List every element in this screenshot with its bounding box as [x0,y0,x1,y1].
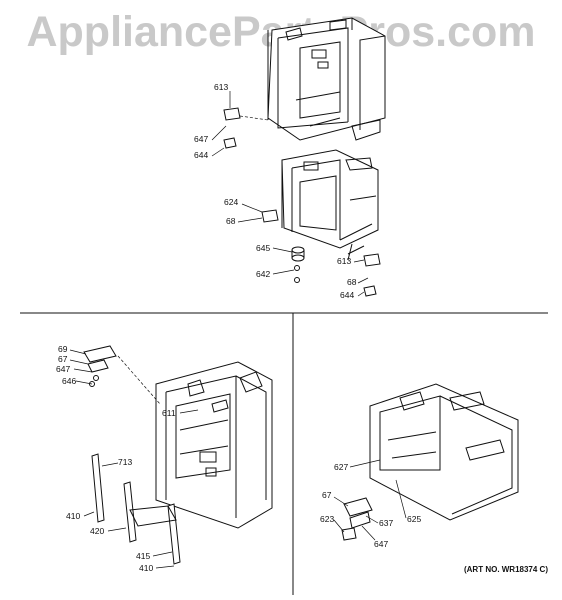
callout-label: 410 [139,563,153,573]
callout-label: 647 [194,134,208,144]
callout-label: 67 [58,354,68,364]
upper-freezer-frame [267,17,386,141]
right-small-parts [341,497,373,541]
callout-label: 68 [226,216,236,226]
top-callout-labels: 613 647 644 624 68 645 642 613 68 644 [194,82,357,300]
callout-label: 69 [58,344,68,354]
art-number: (ART NO. WR18374 C) [463,565,548,574]
panel-dividers [20,312,548,595]
callout-label: 625 [407,514,421,524]
callout-label: 415 [136,551,150,561]
right-leader-lines [333,459,407,541]
callout-label: 613 [337,256,351,266]
callout-label: 646 [62,376,76,386]
left-callout-labels: 69 67 647 646 611 713 410 420 415 410 [56,344,176,573]
callout-label: 647 [374,539,388,549]
callout-label: 644 [194,150,208,160]
right-frame-assembly [369,383,519,521]
lower-freezer-frame [281,149,379,261]
callout-label: 627 [334,462,348,472]
top-small-parts [223,107,381,297]
left-leader-lines [69,349,199,569]
callout-label: 68 [347,277,357,287]
callout-label: 644 [340,290,354,300]
left-small-parts [83,345,181,565]
callout-label: 67 [322,490,332,500]
callout-label: 713 [118,457,132,467]
callout-label: 647 [56,364,70,374]
right-callout-labels: 627 67 623 637 625 647 [320,462,421,549]
callout-label: 642 [256,269,270,279]
callout-label: 613 [214,82,228,92]
callout-label: 410 [66,511,80,521]
callout-label: 645 [256,243,270,253]
callout-label: 637 [379,518,393,528]
left-frame-assembly [155,361,273,529]
callout-label: 611 [162,408,176,418]
callout-label: 623 [320,514,334,524]
callout-label: 624 [224,197,238,207]
callout-label: 420 [90,526,104,536]
top-leader-lines [211,91,369,297]
